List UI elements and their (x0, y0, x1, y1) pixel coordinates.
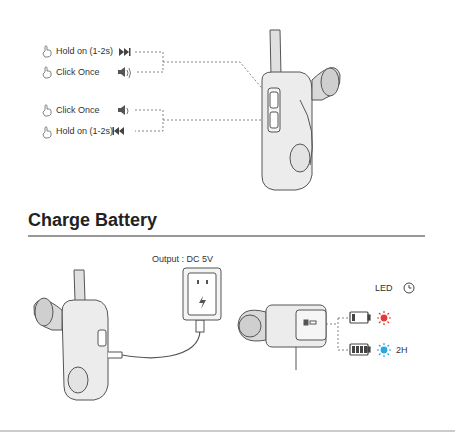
button-action: Hold on (1-2s) (56, 46, 113, 56)
button-action: Click Once (56, 105, 100, 115)
output-spec: Output : DC 5V (152, 254, 213, 264)
button-action: Hold on (1-2s) (56, 126, 113, 136)
charge-time: 2H (396, 345, 408, 355)
section-title: Charge Battery (28, 210, 157, 231)
button-action: Click Once (56, 67, 100, 77)
led-label: LED (375, 283, 393, 293)
